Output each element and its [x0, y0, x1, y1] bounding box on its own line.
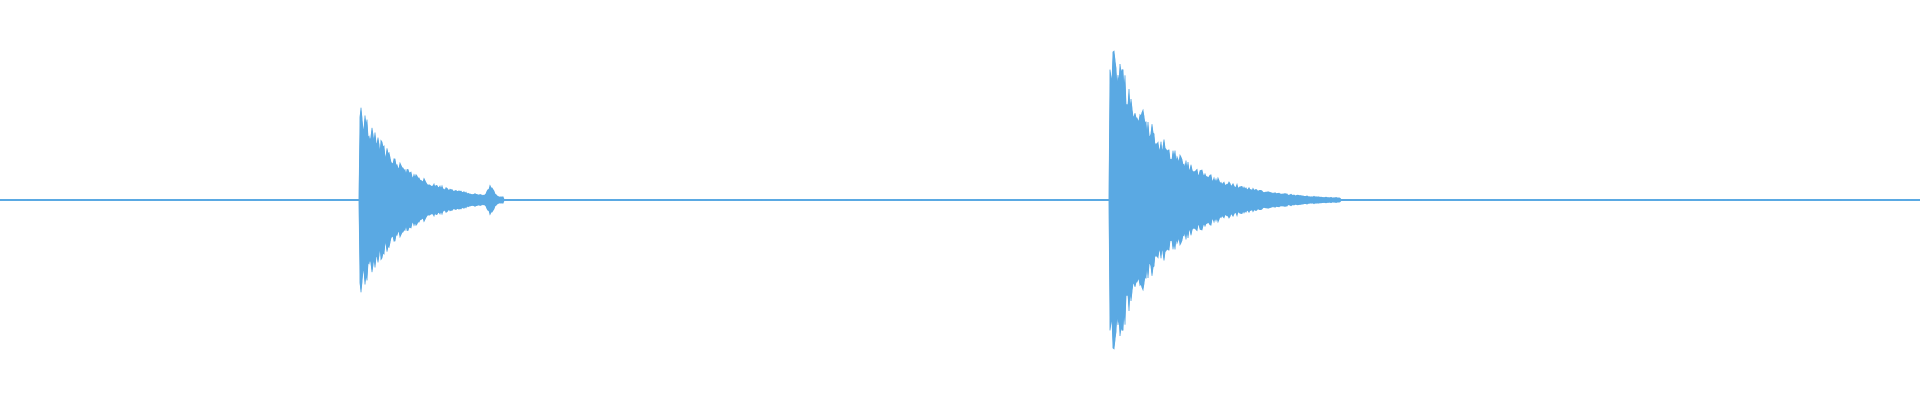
waveform-envelope-lower — [0, 200, 1920, 350]
waveform-fill — [0, 50, 1920, 350]
waveform-envelope-upper — [0, 50, 1920, 200]
